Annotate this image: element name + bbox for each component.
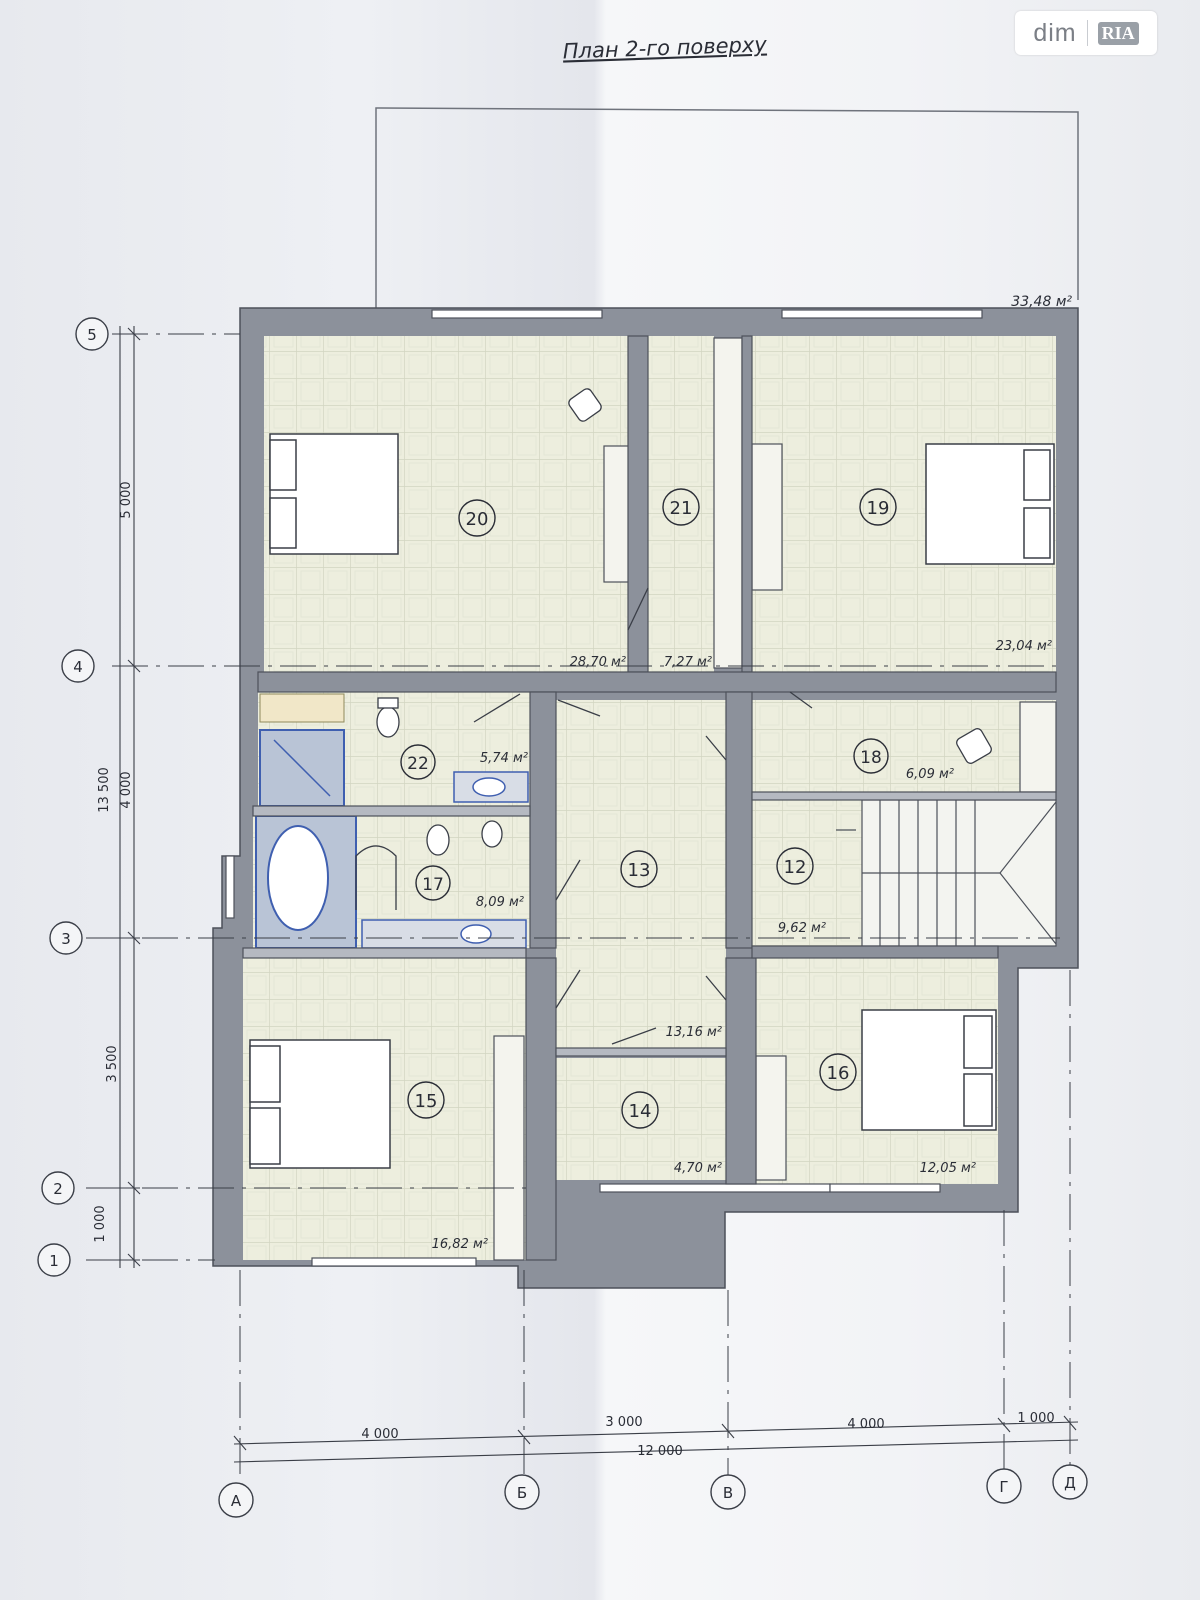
terrace-outline <box>375 107 1079 310</box>
axis-label: В <box>723 1484 733 1502</box>
interior-walls <box>242 335 1057 1261</box>
dim-bottom-total: 12 000 <box>637 1444 683 1459</box>
room-13-floor <box>556 700 726 1048</box>
dim-left-part: 1 000 <box>93 1205 108 1242</box>
room-area: 23,04 м² <box>996 639 1052 654</box>
room-number: 13 <box>628 860 651 881</box>
door-swings <box>473 587 813 1045</box>
room-12-floor <box>752 800 862 946</box>
left-dimensions <box>114 326 141 1268</box>
bathroom-22-fixtures <box>259 693 529 807</box>
room-area: 6,09 м² <box>906 767 954 782</box>
wardrobe <box>493 337 1057 1261</box>
room-area: 13,16 м² <box>666 1025 722 1040</box>
terrace-area: 33,48 м² <box>1011 294 1072 310</box>
room-number: 17 <box>422 875 444 895</box>
bed-icon <box>861 1009 997 1131</box>
axis-label: 2 <box>53 1180 63 1198</box>
room-area: 12,05 м² <box>920 1161 976 1176</box>
col-axis-bubbles: А Б В Г Д <box>218 1464 1088 1518</box>
room-number: 15 <box>415 1091 438 1112</box>
room-number: 21 <box>670 498 693 519</box>
room-number: 18 <box>860 748 882 768</box>
axis-label: Д <box>1064 1474 1076 1492</box>
room-number: 20 <box>466 509 489 530</box>
dim-total-left: 13 500 <box>97 767 112 813</box>
axis-label: Б <box>517 1484 527 1502</box>
room-number: 22 <box>407 754 429 774</box>
bottom-dimensions <box>233 1415 1079 1463</box>
dimria-watermark[interactable]: dim RIA <box>1015 11 1157 55</box>
dim-left-part: 3 500 <box>105 1045 120 1082</box>
dim-bottom-part: 4 000 <box>361 1427 398 1442</box>
room-21-floor <box>648 336 714 672</box>
axis-label: Г <box>999 1478 1008 1496</box>
dim-bottom-part: 4 000 <box>847 1417 884 1432</box>
row-axis-bubbles: 5 4 3 2 1 <box>37 317 109 1277</box>
room-number: 16 <box>827 1063 850 1084</box>
room-18-floor <box>752 700 1056 792</box>
bed-icon <box>925 443 1055 565</box>
room-area: 7,27 м² <box>664 655 712 670</box>
room-number: 19 <box>867 498 890 519</box>
axis-label: 3 <box>61 930 71 948</box>
room-area: 8,09 м² <box>476 895 524 910</box>
room-number: 14 <box>629 1101 652 1122</box>
dim-bottom-part: 3 000 <box>605 1415 642 1430</box>
axis-label: А <box>231 1492 242 1510</box>
room-area: 28,70 м² <box>570 655 626 670</box>
dim-left-part: 4 000 <box>119 771 134 808</box>
room-area: 5,74 м² <box>480 751 528 766</box>
windows <box>225 309 983 1267</box>
axis-label: 4 <box>73 658 83 676</box>
room-area: 9,62 м² <box>778 921 826 936</box>
bed-icon <box>269 433 399 555</box>
watermark-brand: dim <box>1033 18 1077 47</box>
axis-label: 1 <box>49 1252 59 1270</box>
chair-icon <box>568 388 602 422</box>
room-labels: 20 28,70 м² 21 7,27 м² 19 23,04 м² 22 5,… <box>400 488 1052 1252</box>
chair-icon <box>956 728 992 764</box>
room-14-floor <box>556 1058 726 1180</box>
watermark-divider <box>1086 20 1088 46</box>
dim-bottom-part: 1 000 <box>1017 1411 1054 1426</box>
staircase <box>836 799 1057 947</box>
room-area: 4,70 м² <box>674 1161 722 1176</box>
plan-title: План 2-го поверху <box>562 32 767 63</box>
room-area: 16,82 м² <box>432 1237 488 1252</box>
bed-icon <box>249 1039 391 1169</box>
bathroom-17-fixtures <box>255 815 527 949</box>
axis-label: 5 <box>87 326 97 344</box>
watermark-logo: RIA <box>1097 21 1139 45</box>
dim-left-part: 5 000 <box>119 481 134 518</box>
axis-lines <box>86 333 1071 1480</box>
room-number: 12 <box>784 857 807 878</box>
